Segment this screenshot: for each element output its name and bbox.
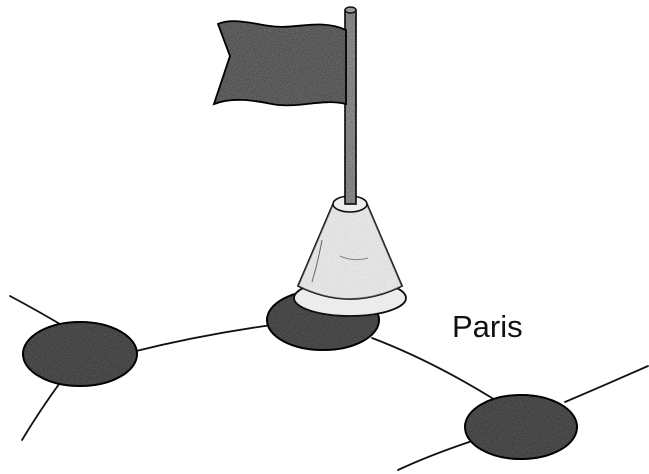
route-line-east-upper — [565, 366, 648, 402]
route-line-west-to-paris — [132, 325, 272, 352]
city-label: Paris — [452, 309, 523, 344]
marker-cone — [294, 196, 406, 316]
route-line-paris-to-east — [372, 338, 492, 398]
map-node-east — [465, 395, 577, 459]
map-node-west — [23, 322, 137, 386]
flag-icon — [214, 21, 346, 105]
route-line-west-lower — [22, 380, 62, 440]
route-line-east-lower — [398, 440, 475, 470]
flag-marker — [214, 7, 406, 316]
